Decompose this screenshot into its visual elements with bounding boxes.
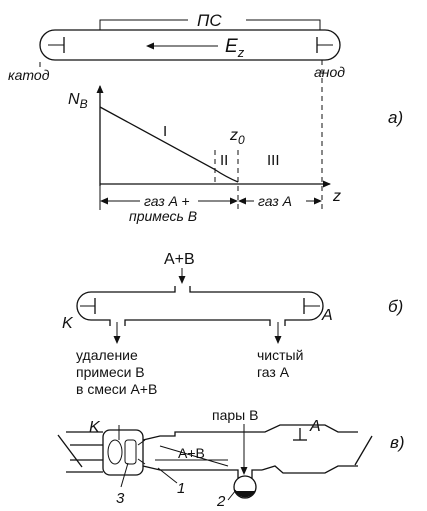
concentration-curve — [99, 106, 239, 183]
inlet-label: A+B — [164, 251, 195, 268]
panel-a-tag: а) — [388, 108, 403, 127]
anode-c-label: A — [309, 418, 321, 435]
callout-3: 3 — [116, 490, 125, 507]
z0-label: z0 — [229, 127, 245, 147]
region-3-label: III — [267, 152, 280, 169]
cathode-label: катод — [8, 67, 50, 83]
anode-b-label: A — [321, 307, 333, 324]
outlet-left-line2: примеси B — [76, 364, 145, 380]
cathode-coil — [107, 439, 123, 465]
discharge-tube — [39, 29, 341, 61]
column-label: ПС — [197, 11, 222, 30]
column-brace — [99, 19, 321, 30]
panel-b-tag: б) — [388, 297, 403, 316]
panel-b: A+B K A б) удаление примеси B в смеси A+… — [62, 251, 403, 397]
cathode-bulb — [102, 429, 144, 476]
panel-c-tag: в) — [390, 433, 405, 452]
field-label: Ez — [225, 36, 245, 60]
window-right — [354, 435, 373, 466]
region-2-label: II — [220, 152, 228, 169]
vapor-label: пары B — [212, 407, 258, 423]
region-1-label: I — [163, 123, 167, 140]
cathode-b-label: K — [62, 315, 74, 332]
callout-2: 2 — [216, 493, 226, 510]
outlet-left-line1: удаление — [76, 347, 138, 363]
zone-left-label-2: примесь B — [129, 208, 197, 224]
window-left — [57, 434, 83, 468]
zone-right-label: газ A — [258, 193, 292, 209]
mix-label: A+B — [178, 445, 205, 461]
outlet-right-line1: чистый — [257, 347, 303, 363]
panel-a: ПС Ez катод анод а) NB z I II III z0 — [8, 11, 403, 224]
y-axis-label: NB — [68, 91, 88, 111]
panel-c: K A пары B A+B 3 1 2 в) — [57, 407, 405, 510]
cathode-c-label: K — [89, 419, 101, 436]
outlet-right-line2: газ A — [257, 364, 290, 380]
outlet-left-line3: в смеси A+B — [76, 381, 157, 397]
z-axis-label: z — [332, 188, 341, 205]
zone-left-label-1: газ A + — [144, 193, 190, 209]
tube-b — [76, 286, 324, 326]
callout-1: 1 — [177, 480, 185, 497]
tube-c — [142, 424, 358, 474]
anode-label: анод — [314, 64, 345, 80]
liquid-b — [235, 491, 255, 498]
vapor-reservoir — [228, 469, 262, 478]
